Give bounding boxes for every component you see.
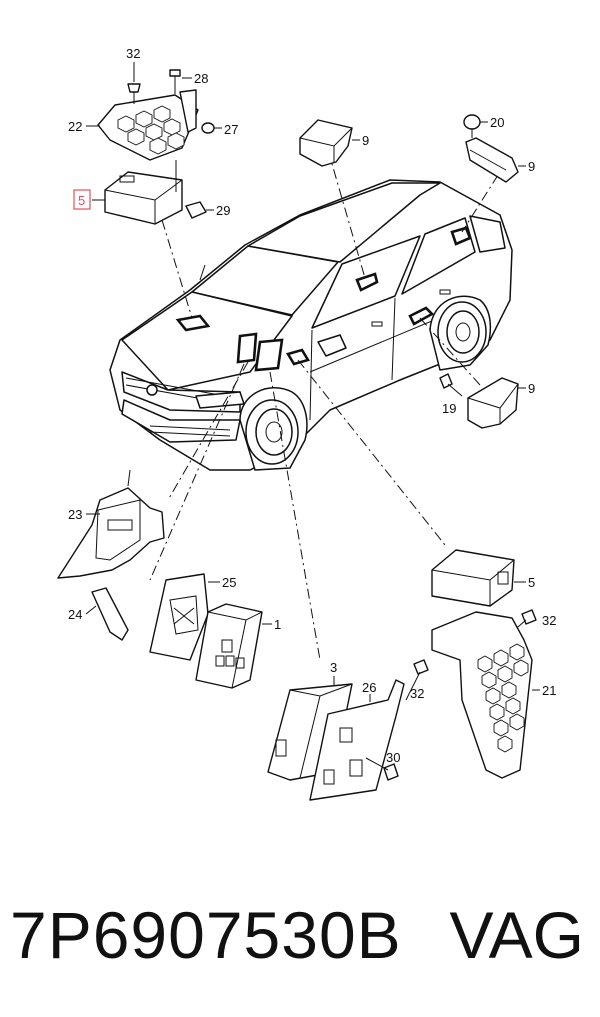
callout-3: 3 [330, 660, 337, 675]
callout-32: 32 [126, 46, 140, 61]
callout-24: 24 [68, 607, 82, 622]
bracket-22 [97, 89, 199, 161]
callout-28: 28 [194, 71, 208, 86]
callout-20: 20 [490, 115, 504, 130]
parts-diagram: 32 28 22 27 5 29 9 20 9 9 19 23 25 24 1 … [57, 46, 556, 801]
vehicle-illustration [109, 179, 513, 471]
callout-9-right: 9 [528, 159, 535, 174]
callout-27: 27 [224, 122, 238, 137]
bracket-25 [149, 573, 220, 661]
nut-27 [201, 122, 222, 134]
screw-32-top [127, 62, 141, 104]
connector-lines [149, 149, 499, 661]
callout-9-top: 9 [362, 133, 369, 148]
callout-5-highlighted: 5 [78, 193, 85, 208]
callout-26: 26 [362, 680, 376, 695]
callout-19: 19 [442, 401, 456, 416]
antenna-9-lower [467, 377, 526, 429]
control-unit-5-lower [431, 549, 526, 607]
clip-30 [365, 757, 399, 781]
sensor-20 [463, 114, 488, 138]
footer: 7P6907530B VAG [0, 890, 600, 980]
callout-22: 22 [68, 119, 82, 134]
callout-5-highlight-box [73, 189, 91, 210]
control-unit-1 [195, 603, 272, 689]
part-number: 7P6907530B [10, 898, 402, 972]
callout-32-center: 32 [410, 686, 424, 701]
callout-labels: 32 28 22 27 5 29 9 20 9 9 19 23 25 24 1 … [68, 46, 556, 765]
callout-21: 21 [542, 683, 556, 698]
bracket-24 [85, 587, 129, 641]
callout-1: 1 [274, 617, 281, 632]
control-unit-5-top [92, 160, 183, 225]
bracket-23 [57, 469, 165, 579]
antenna-9-top [299, 119, 360, 167]
screw-28 [169, 69, 192, 94]
antenna-9-right [465, 137, 526, 183]
callout-23: 23 [68, 507, 82, 522]
screw-32-center [405, 659, 429, 701]
callout-9-lower: 9 [528, 381, 535, 396]
clip-29 [185, 201, 214, 219]
callout-32-right: 32 [542, 613, 556, 628]
callout-30: 30 [386, 750, 400, 765]
callout-29: 29 [216, 203, 230, 218]
bracket-21 [431, 611, 540, 779]
callout-5-lower: 5 [528, 575, 535, 590]
bracket-26 [309, 679, 405, 801]
callout-25: 25 [222, 575, 236, 590]
screw-19 [439, 373, 463, 397]
brand-name: VAG [449, 898, 584, 972]
